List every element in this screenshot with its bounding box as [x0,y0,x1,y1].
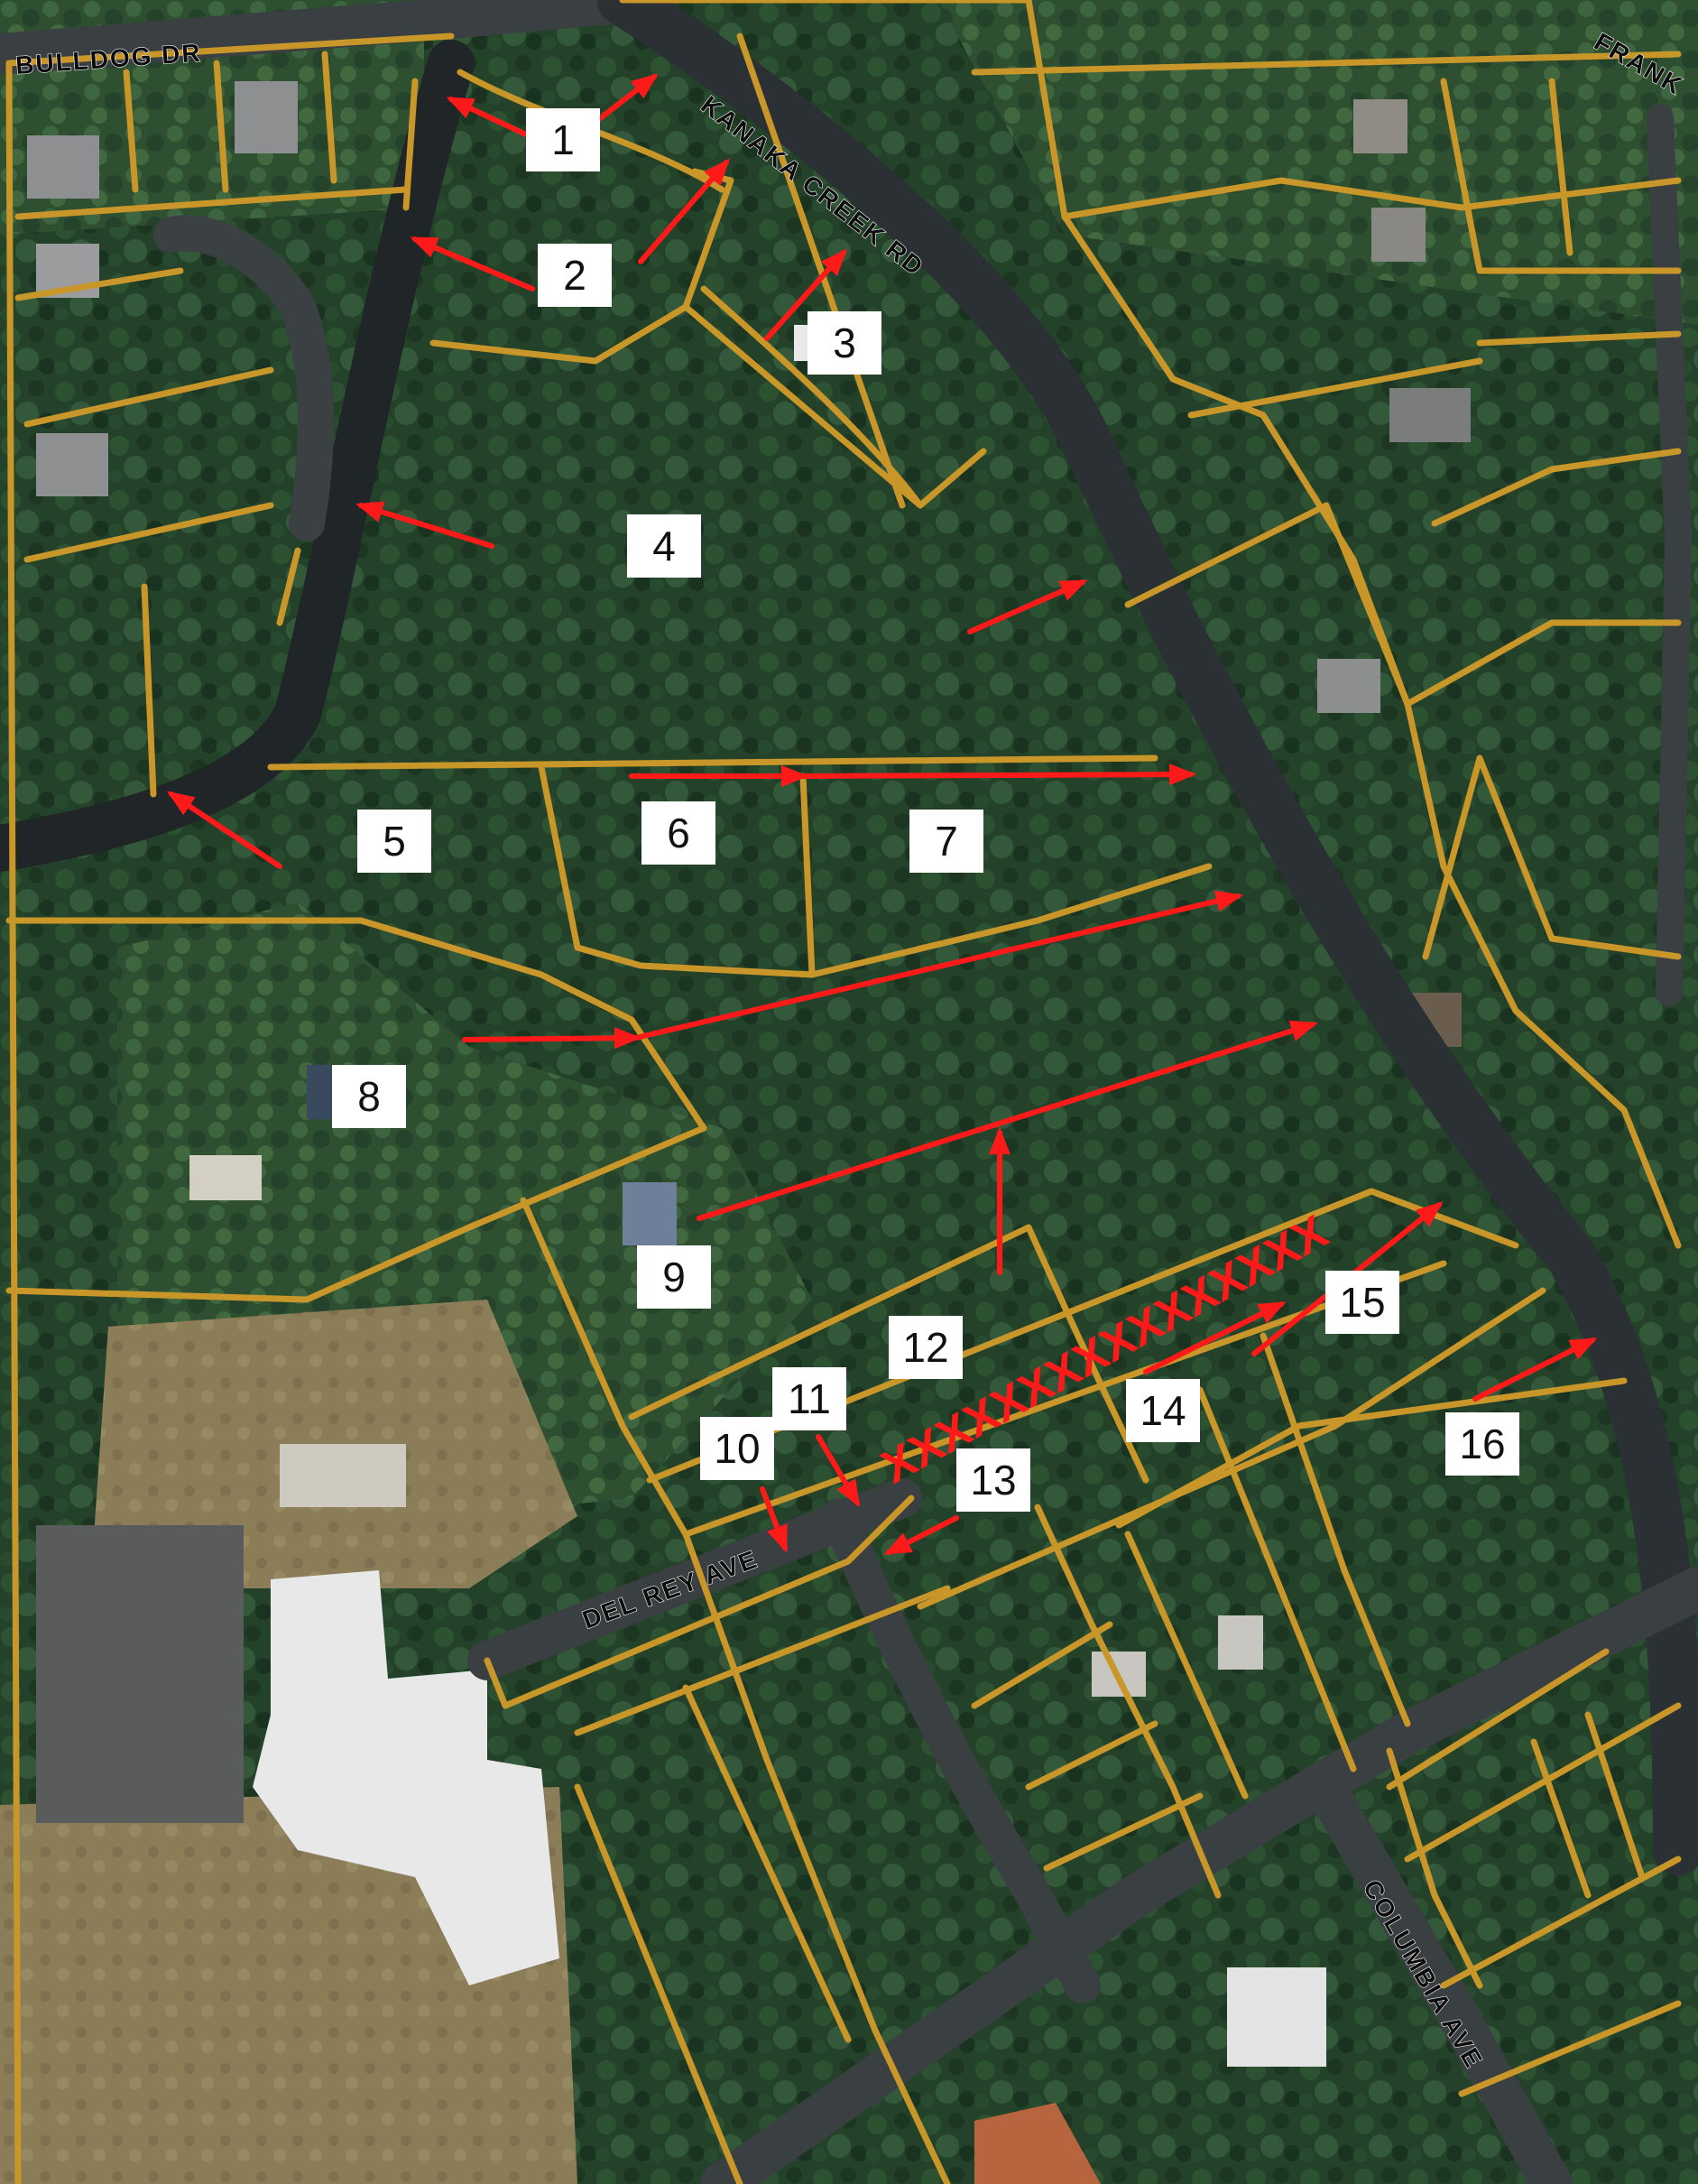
svg-text:9: 9 [662,1254,686,1300]
parcel-label-8: 8 [332,1065,406,1128]
parcel-label-14: 14 [1126,1379,1200,1442]
house [1218,1615,1263,1670]
svg-text:3: 3 [833,319,856,366]
parcel-label-7: 7 [909,810,983,873]
arrow-icon [883,1515,959,1555]
svg-text:8: 8 [357,1073,381,1120]
parcel-labels: 1 2 3 4 5 6 7 8 9 10 11 12 13 14 15 16 [332,108,1519,1512]
building [1227,1967,1326,2067]
parcel-label-2: 2 [538,244,612,307]
arrow-icon [1472,1337,1598,1402]
arrow-icon [355,501,494,549]
building [280,1444,406,1507]
arrow-icon [967,579,1088,634]
svg-text:6: 6 [667,810,690,856]
arrow-icon [167,791,282,869]
building [974,2103,1101,2184]
house [1389,388,1471,442]
arrow-icon [1143,1301,1287,1374]
parcel-boundaries [5,0,1682,2184]
arrow-icon [816,1434,861,1508]
house [1317,659,1380,713]
parcel-label-16: 16 [1445,1412,1519,1476]
svg-text:7: 7 [935,818,958,865]
access-arrows [167,73,1598,1555]
parcel-label-4: 4 [627,514,701,578]
svg-text:4: 4 [652,523,676,569]
arrow-icon [462,1027,641,1050]
svg-text:2: 2 [563,252,586,299]
residential-area-ne [938,0,1698,325]
svg-text:13: 13 [970,1457,1016,1504]
house [235,81,298,153]
house [1353,99,1407,153]
svg-text:1: 1 [551,116,575,163]
parcel-label-5: 5 [357,810,431,873]
svg-text:5: 5 [383,818,406,865]
arrow-icon [633,890,1243,1041]
parcel-label-10: 10 [700,1417,774,1480]
arrow-icon [697,1020,1318,1221]
house [27,135,99,199]
svg-text:16: 16 [1459,1421,1505,1467]
arrow-icon [410,236,535,292]
arrow-icon [760,1486,788,1553]
parking-lot [36,1525,244,1823]
parcel-label-1: 1 [526,108,600,171]
arrow-icon [764,248,848,341]
parcel-label-9: 9 [637,1245,711,1309]
house [189,1155,262,1200]
svg-text:12: 12 [902,1324,948,1371]
parcel-label-3: 3 [807,311,881,375]
svg-text:11: 11 [788,1375,831,1422]
parcel-label-12: 12 [889,1316,963,1379]
house [1371,208,1426,262]
parcel-label-11: 11 [772,1367,846,1430]
parcel-label-6: 6 [641,801,715,865]
svg-text:14: 14 [1140,1387,1186,1434]
svg-text:15: 15 [1339,1279,1385,1326]
arrow-icon [593,73,659,125]
house [36,433,108,496]
svg-text:10: 10 [714,1425,760,1472]
parcel-label-13: 13 [956,1448,1030,1512]
arrow-icon [638,158,730,264]
parcel-label-15: 15 [1325,1271,1399,1334]
arrow-icon [446,97,531,138]
arrow-icon [800,763,1196,786]
house [623,1182,677,1245]
